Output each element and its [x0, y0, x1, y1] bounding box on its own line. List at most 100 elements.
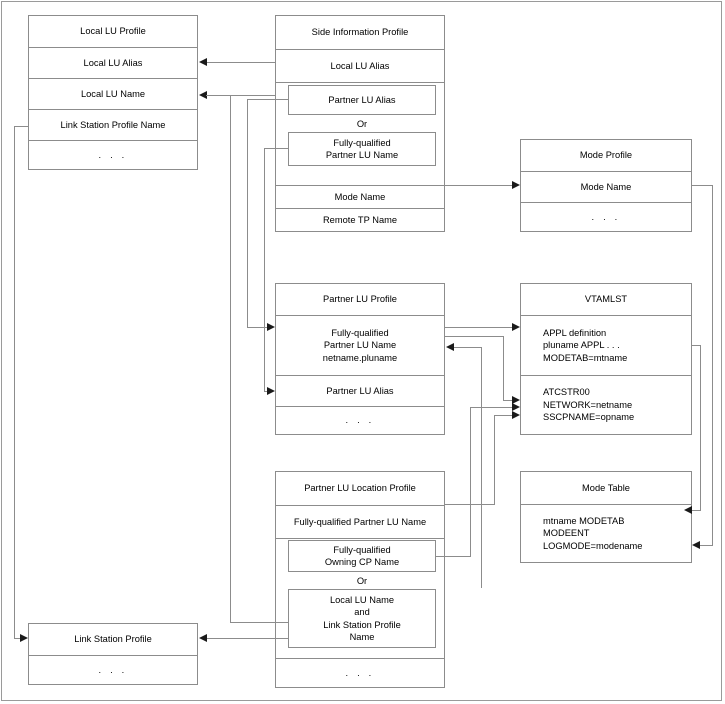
cell-text: Fully-qualified Partner LU Name [325, 137, 399, 161]
arrowhead-left [684, 506, 692, 514]
cell-text: APPL definition pluname APPL . . . MODET… [543, 327, 628, 363]
cell-text: VTAMLST [584, 294, 628, 305]
cell-text: Mode Name [334, 191, 386, 202]
row-partner-lu-or-group [276, 82, 444, 185]
row-local-lu-profile-title: Local LU Profile [29, 16, 197, 47]
or-text: Or [356, 575, 368, 586]
row-side-information-profile-title: Side Information Profile [276, 16, 444, 49]
row-local-lu-name: Local LU Name [29, 78, 197, 109]
cell-text: mtname MODETAB MODEENT LOGMODE=modename [543, 515, 643, 551]
row-ellipsis: . . . [276, 406, 444, 434]
connector-mode-table-logmode-enter [700, 545, 713, 546]
connector-atcstr-back-to-plu [453, 347, 482, 348]
connector-location-to-link-station [206, 638, 288, 639]
cell-text: Mode Name [580, 181, 632, 192]
subbox-fully-qualified-owning-cp-name: Fully-qualified Owning CP Name [288, 540, 436, 572]
cell-text: Partner LU Alias [328, 94, 396, 105]
cell-text: Remote TP Name [322, 214, 398, 225]
arrowhead-right [512, 181, 520, 189]
box-link-station-profile: Link Station Profile . . . [28, 623, 198, 685]
box-partner-lu-profile: Partner LU Profile Fully-qualified Partn… [275, 283, 445, 435]
box-vtamlst: VTAMLST APPL definition pluname APPL . .… [520, 283, 692, 435]
connector-side-local-alias-to-local-lu-alias [206, 62, 275, 63]
connector-lsp-name-exit [14, 126, 29, 127]
row-mode-name: Mode Name [521, 171, 691, 202]
connector-lsp-name-enter [14, 638, 21, 639]
cell-text: . . . [591, 211, 621, 222]
connector-riser-230 [230, 95, 231, 622]
arrowhead-right [512, 396, 520, 404]
connector-appl-exit [692, 345, 701, 346]
arrowhead-left [199, 634, 207, 642]
cell-text: ATCSTR00 NETWORK=netname SSCPNAME=opname [543, 387, 635, 423]
connector-riser-494 [494, 415, 495, 505]
cell-text: Local LU Name and Link Station Profile N… [323, 594, 401, 643]
row-partner-lu-profile-title: Partner LU Profile [276, 284, 444, 315]
row-ellipsis: . . . [521, 202, 691, 231]
connector-riser-264 [264, 148, 265, 391]
row-partner-lu-alias: Partner LU Alias [276, 375, 444, 406]
connector-fqplu-exit [264, 148, 288, 149]
arrowhead-left [199, 58, 207, 66]
row-mode-profile-title: Mode Profile [521, 140, 691, 171]
connector-riser-712 [712, 185, 713, 545]
cell-text: Side Information Profile [311, 27, 409, 38]
row-ellipsis: . . . [276, 658, 444, 687]
cell-text: Local LU Name [80, 88, 146, 99]
row-vtamlst-title: VTAMLST [521, 284, 691, 315]
row-mode-table-title: Mode Table [521, 472, 691, 504]
connector-partner-alias-enter [247, 327, 268, 328]
connector-local-lu-name-stub [206, 95, 230, 96]
cell-text: Local LU Alias [330, 60, 390, 71]
connector-mode-table-mtname-enter [692, 510, 701, 511]
cell-text: . . . [98, 149, 128, 160]
cell-text: Fully-qualified Owning CP Name [324, 544, 400, 568]
connector-riser-14 [14, 126, 15, 638]
connector-owning-cp-enter [470, 407, 513, 408]
connector-plu-fq-to-appl [445, 327, 513, 328]
connector-mode-profile-exit [692, 185, 713, 186]
connector-mode-name-to-mode-profile [445, 185, 513, 186]
row-atcstr00: ATCSTR00 NETWORK=netname SSCPNAME=opname [521, 375, 691, 434]
subbox-partner-lu-alias: Partner LU Alias [288, 85, 436, 115]
row-local-lu-alias: Local LU Alias [29, 47, 197, 78]
connector-loc-fq-enter [494, 415, 513, 416]
arrowhead-right [267, 387, 275, 395]
connector-riser-247 [247, 99, 248, 327]
arrowhead-right [20, 634, 28, 642]
row-location-or-group [276, 538, 444, 658]
connector-partner-alias-exit [247, 99, 288, 100]
row-fully-qualified-partner-lu-name: Fully-qualified Partner LU Name netname.… [276, 315, 444, 375]
cell-text: Fully-qualified Partner LU Name netname.… [322, 327, 398, 363]
cell-text: Link Station Profile [74, 634, 152, 645]
box-mode-table: Mode Table mtname MODETAB MODEENT LOGMOD… [520, 471, 692, 563]
arrowhead-right [512, 323, 520, 331]
arrowhead-left [199, 91, 207, 99]
connector-riser-481 [481, 347, 482, 588]
arrowhead-right [512, 411, 520, 419]
or-label-location: Or [288, 572, 436, 589]
row-local-lu-alias: Local LU Alias [276, 49, 444, 82]
arrowhead-right [512, 403, 520, 411]
row-link-station-profile-title: Link Station Profile [29, 624, 197, 655]
connector-riser-503 [503, 336, 504, 400]
row-mtname-modetab: mtname MODETAB MODEENT LOGMODE=modename [521, 504, 691, 562]
subbox-local-lu-name-and-link-station: Local LU Name and Link Station Profile N… [288, 589, 436, 648]
connector-location-to-local-lu-name-top [230, 95, 275, 96]
row-partner-lu-location-profile-title: Partner LU Location Profile [276, 472, 444, 505]
cell-text: Fully-qualified Partner LU Name [293, 516, 427, 527]
cell-text: . . . [345, 667, 375, 678]
or-label-side-information: Or [288, 115, 436, 132]
connector-owning-cp-exit [436, 556, 471, 557]
arrowhead-left [692, 541, 700, 549]
box-partner-lu-location-profile: Partner LU Location Profile Fully-qualif… [275, 471, 445, 688]
cell-text: Mode Profile [579, 150, 633, 161]
box-local-lu-profile: Local LU Profile Local LU Alias Local LU… [28, 15, 198, 170]
subbox-fully-qualified-partner-lu-name: Fully-qualified Partner LU Name [288, 132, 436, 166]
arrowhead-left [446, 343, 454, 351]
connector-plu-fq-to-network-bottom [503, 400, 513, 401]
connector-riser-470 [470, 407, 471, 557]
box-side-information-profile: Side Information Profile Local LU Alias … [275, 15, 445, 232]
